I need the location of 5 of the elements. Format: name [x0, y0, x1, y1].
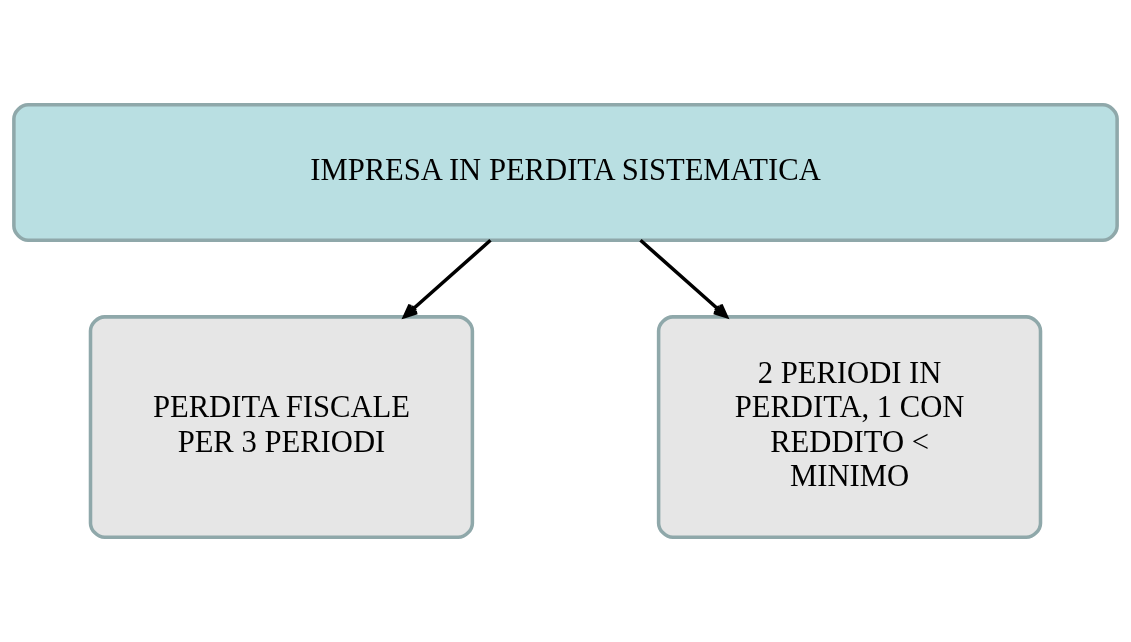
node-box: IMPRESA IN PERDITA SISTEMATICA [12, 102, 1119, 243]
arrow [402, 238, 492, 319]
node-box: 2 PERIODI IN PERDITA, 1 CON REDDITO < MINIMO [656, 315, 1043, 540]
arrow [639, 238, 729, 319]
node-box: PERDITA FISCALE PER 3 PERIODI [88, 315, 475, 540]
